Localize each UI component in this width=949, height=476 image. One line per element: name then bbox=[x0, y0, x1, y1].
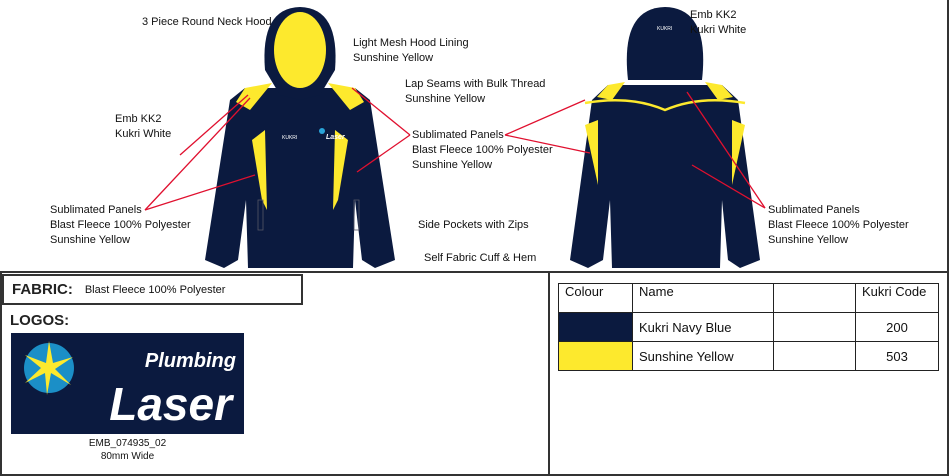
colour-name: Sunshine Yellow bbox=[632, 341, 774, 371]
svg-text:Laser: Laser bbox=[326, 134, 346, 141]
fabric-value: Blast Fleece 100% Polyester bbox=[84, 283, 226, 296]
swatch-navy bbox=[558, 312, 633, 342]
fabric-logos-panel bbox=[0, 273, 550, 476]
svg-text:KUKRI: KUKRI bbox=[657, 26, 672, 32]
svg-text:KUKRI: KUKRI bbox=[282, 135, 297, 141]
table-header: Colour Name Kukri Code bbox=[558, 283, 939, 313]
logo-plumbing-text: Plumbing bbox=[144, 350, 236, 372]
kukri-code: 503 bbox=[855, 341, 939, 371]
hoodie-illustrations: KUKRI Laser KUKRI bbox=[144, 7, 766, 268]
plumbing-laser-logo: Plumbing Laser bbox=[11, 333, 244, 434]
front-hoodie: KUKRI Laser bbox=[205, 7, 395, 268]
header-name: Name bbox=[632, 283, 774, 313]
colour-table: Colour Name Kukri Code Kukri Navy Blue 2… bbox=[558, 283, 939, 371]
colour-panel bbox=[550, 273, 949, 476]
pockets-note: Side Pockets with Zips bbox=[418, 219, 529, 231]
table-row: Sunshine Yellow 503 bbox=[558, 341, 939, 371]
back-hoodie: KUKRI bbox=[570, 7, 760, 268]
header-colour: Colour bbox=[558, 283, 633, 313]
logos-label: LOGOS: bbox=[10, 312, 70, 329]
star-icon bbox=[24, 341, 74, 395]
blank-cell bbox=[773, 341, 856, 371]
blank-cell bbox=[773, 312, 856, 342]
cuff-note: Self Fabric Cuff & Hem bbox=[424, 252, 537, 264]
swatch-yellow bbox=[558, 341, 633, 371]
logo-laser-text: Laser bbox=[109, 378, 232, 430]
colour-name: Kukri Navy Blue bbox=[632, 312, 774, 342]
leader-lines bbox=[144, 87, 766, 211]
header-code: Kukri Code bbox=[855, 283, 939, 313]
garment-drawing-area: KUKRI Laser KUKRI 3 Piece Round Neck Hoo… bbox=[0, 0, 949, 273]
hood-note: 3 Piece Round Neck Hood bbox=[142, 16, 272, 28]
kukri-code: 200 bbox=[855, 312, 939, 342]
table-row: Kukri Navy Blue 200 bbox=[558, 312, 939, 342]
fabric-label: FABRIC: bbox=[12, 281, 73, 298]
header-blank bbox=[773, 283, 856, 313]
fabric-box: FABRIC: Blast Fleece 100% Polyester bbox=[2, 274, 303, 305]
